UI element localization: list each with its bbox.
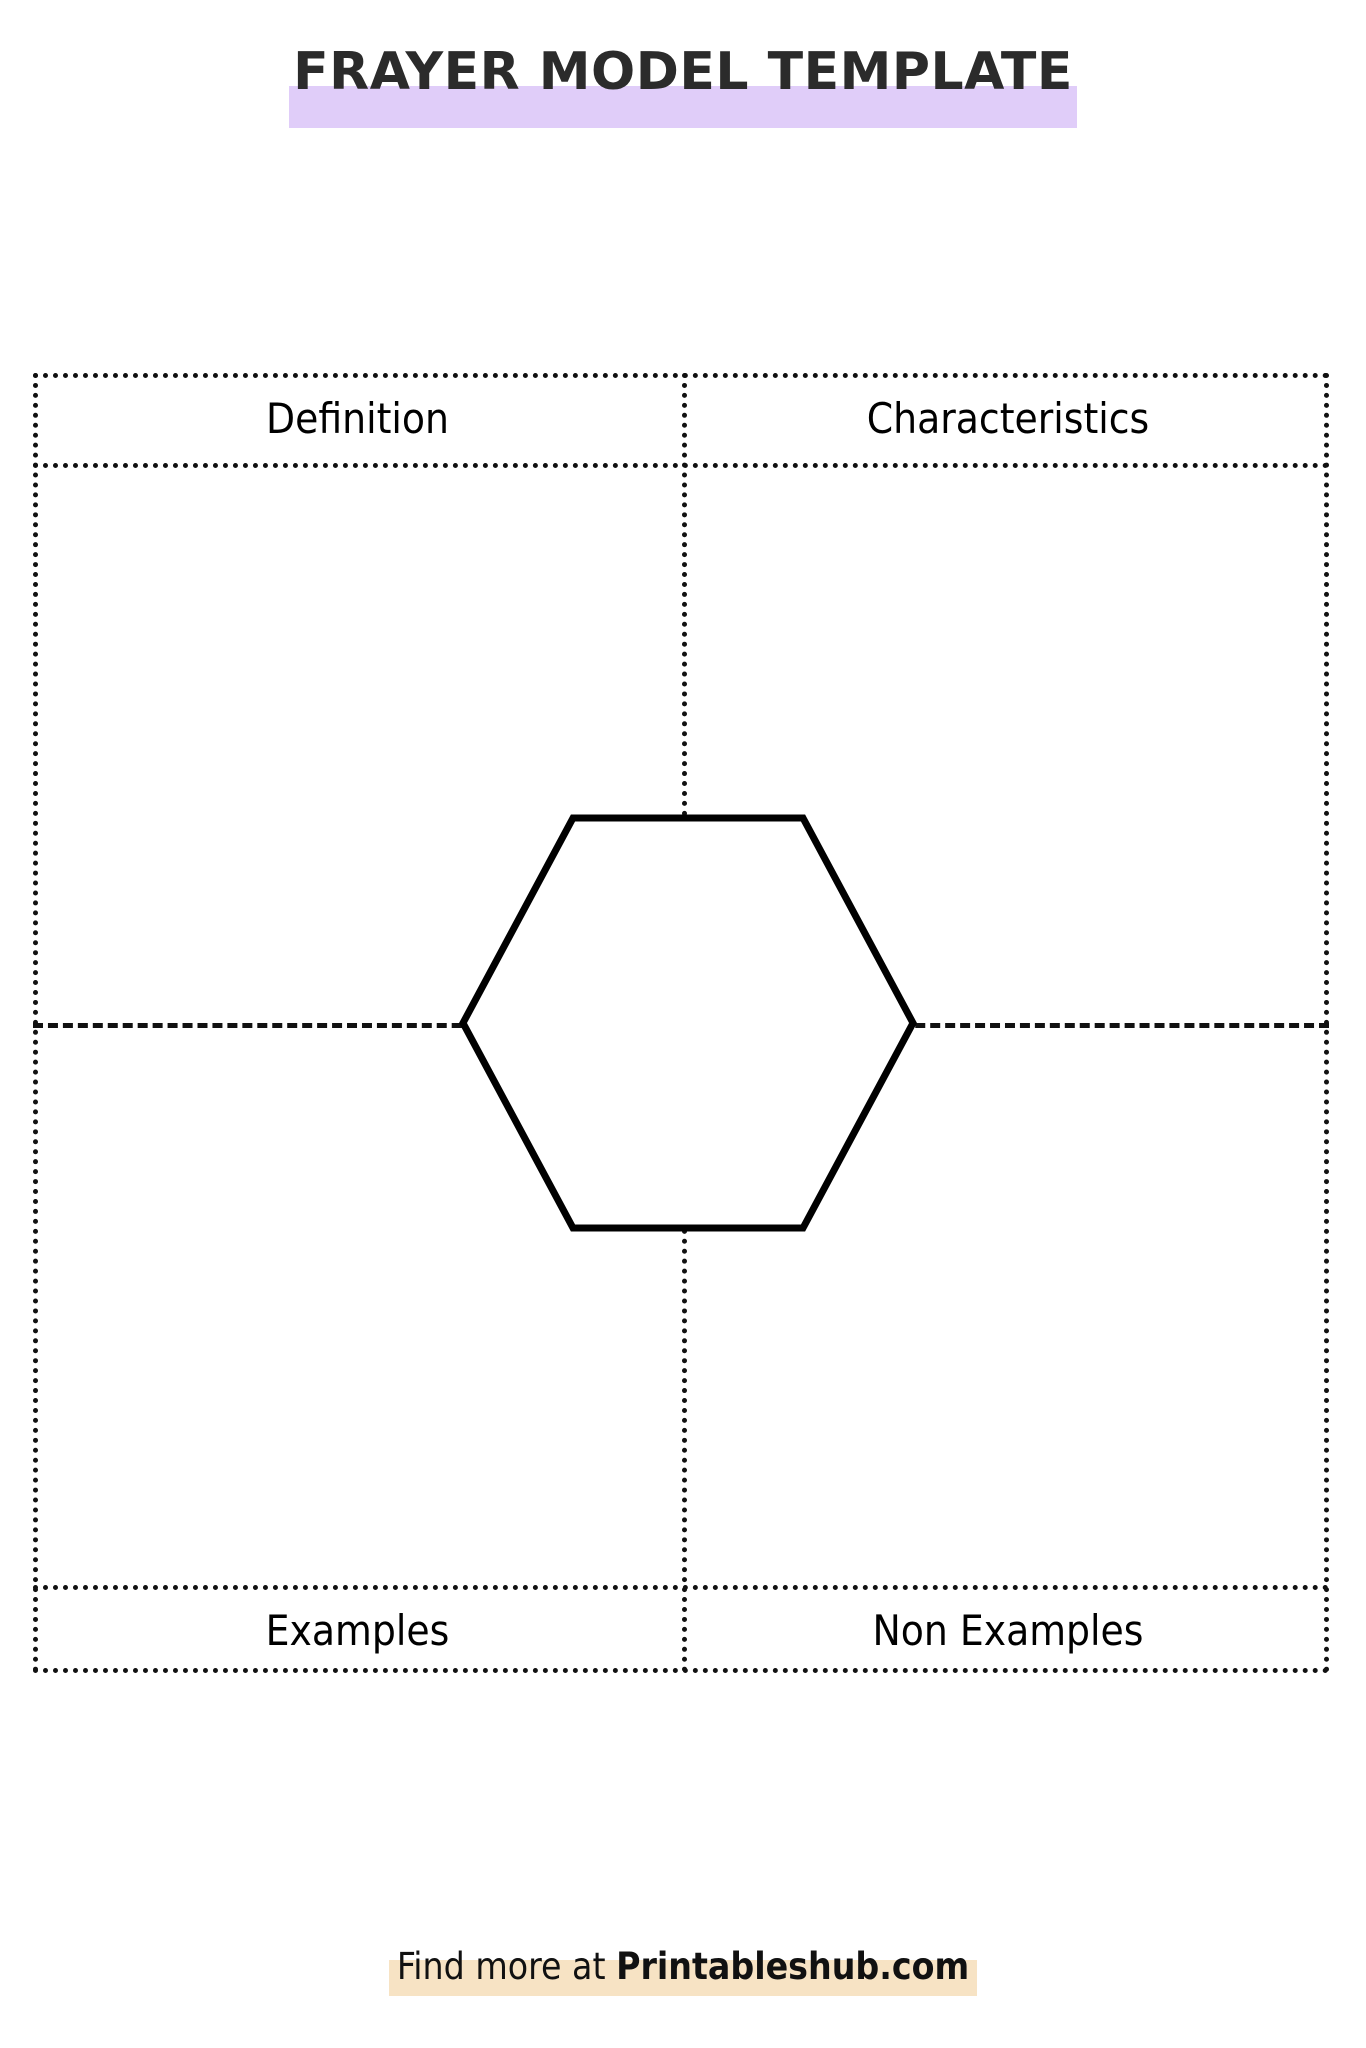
write-area-examples[interactable] xyxy=(38,1028,678,1580)
grid-border-top xyxy=(33,373,1329,378)
grid-border-bottom xyxy=(33,1668,1329,1673)
write-area-non-examples[interactable] xyxy=(689,1028,1324,1580)
quadrant-label-characteristics: Characteristics xyxy=(866,394,1150,443)
footer-highlight-band xyxy=(388,1960,978,1996)
footer-attribution: Find more at Printableshub.com xyxy=(388,1945,978,1996)
quadrant-label-examples: Examples xyxy=(265,1606,450,1655)
write-area-characteristics[interactable] xyxy=(689,468,1324,1018)
page-title: FRAYER MODEL TEMPLATE xyxy=(289,46,1077,128)
write-area-definition[interactable] xyxy=(38,468,678,1018)
frayer-model-grid: Definition Characteristics Examples Non … xyxy=(33,373,1329,1673)
page-title-label: FRAYER MODEL TEMPLATE xyxy=(293,42,1073,102)
footer-brand-link[interactable]: Printableshub.com xyxy=(616,1945,970,1988)
footer-container: Find more at Printableshub.com xyxy=(0,1945,1366,1996)
title-highlight-band xyxy=(289,86,1077,128)
quadrant-label-non-examples: Non Examples xyxy=(872,1606,1144,1655)
quadrant-label-definition: Definition xyxy=(266,394,449,443)
footer-prefix-label: Find more at xyxy=(396,1945,617,1988)
grid-divider-footer-row xyxy=(33,1585,1329,1590)
grid-divider-horizontal-mid xyxy=(33,1023,1329,1028)
page-title-container: FRAYER MODEL TEMPLATE xyxy=(0,46,1366,128)
grid-divider-header-row xyxy=(33,463,1329,468)
